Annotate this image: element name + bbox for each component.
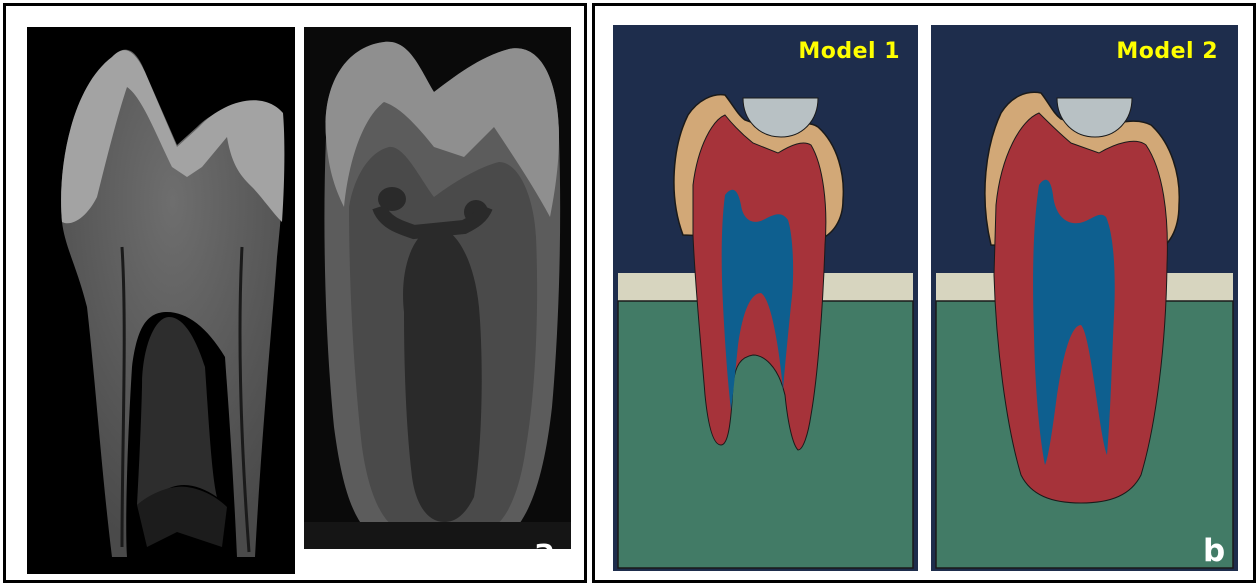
micro-ct-tooth-section-left bbox=[27, 27, 295, 574]
panel-b-fea-models: Model 1 Model 2 b bbox=[592, 3, 1256, 583]
panel-letter-a: a bbox=[534, 536, 555, 567]
panel-a-micro-ct: a bbox=[3, 3, 587, 583]
model-2-label: Model 2 bbox=[1116, 41, 1218, 63]
panel-letter-b: b bbox=[1203, 536, 1225, 567]
model-1-label: Model 1 bbox=[798, 41, 900, 63]
micro-ct-tooth-section-right bbox=[304, 27, 571, 549]
fea-model-2: Model 2 bbox=[931, 25, 1238, 571]
fea-model-1: Model 1 bbox=[613, 25, 918, 571]
